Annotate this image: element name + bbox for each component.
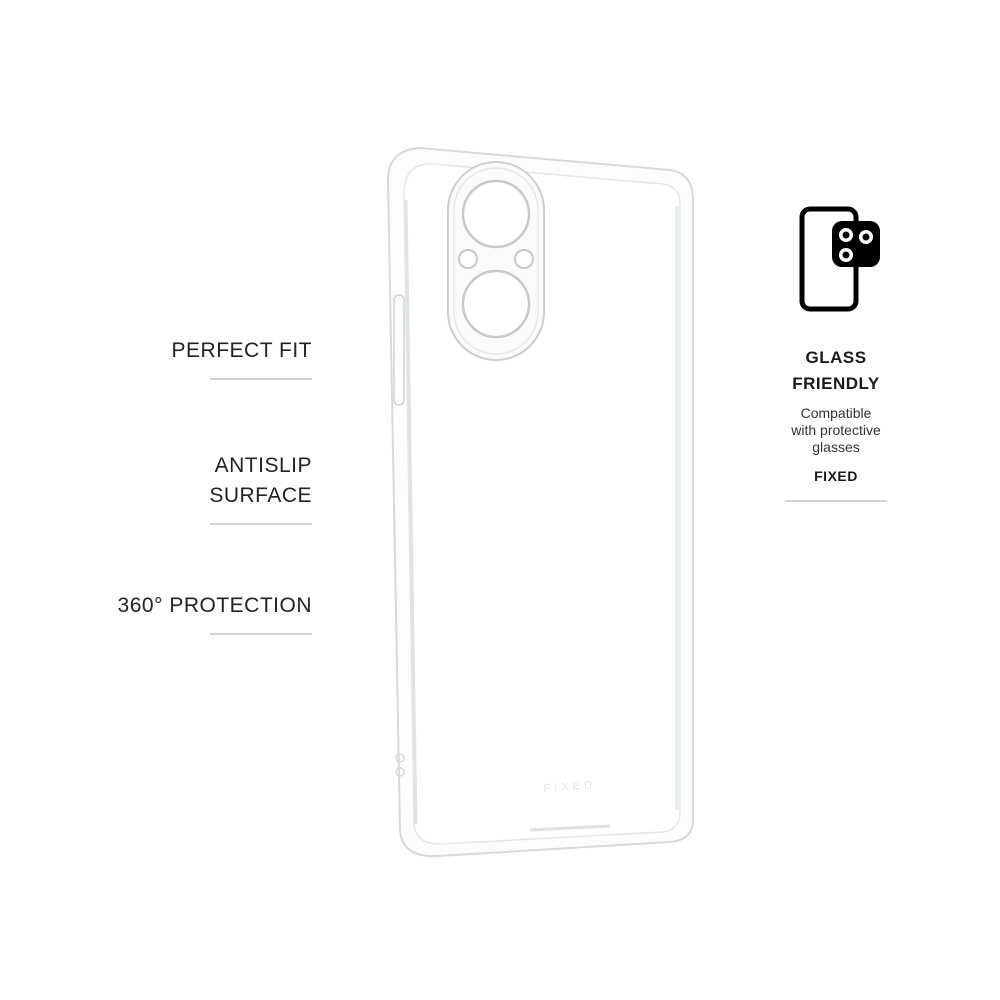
feature-label-line2: SURFACE: [209, 484, 312, 507]
feature-label: 360° PROTECTION: [117, 594, 312, 617]
feature-antislip-surface: ANTISLIP SURFACE: [92, 451, 312, 525]
feature-perfect-fit: PERFECT FIT: [92, 336, 312, 380]
feature-label: PERFECT FIT: [171, 339, 312, 362]
description-line3: glasses: [812, 439, 860, 455]
description-line1: Compatible: [800, 405, 872, 421]
glass-friendly-title-line1: GLASS: [805, 348, 867, 367]
phone-camera-glass-icon: [799, 206, 880, 312]
glass-divider: [785, 500, 887, 502]
glass-friendly-panel: GLASS FRIENDLY Compatible with protectiv…: [770, 205, 902, 502]
phone-case-graphic: FIXED: [386, 146, 694, 858]
camera-lens-cutout: [461, 269, 531, 339]
feature-divider: [210, 523, 312, 525]
clear-phone-case-image: FIXED: [380, 140, 710, 860]
feature-label-line1: ANTISLIP: [214, 454, 312, 477]
side-button-cutout: [393, 294, 405, 406]
flash-cutout: [458, 249, 478, 269]
feature-360-protection: 360° PROTECTION: [92, 591, 312, 635]
case-logo: FIXED: [543, 779, 596, 795]
camera-lens-cutout: [461, 179, 531, 249]
brand-label: FIXED: [814, 468, 858, 484]
glass-friendly-description: Compatible with protective glasses: [770, 405, 902, 456]
feature-divider: [210, 378, 312, 380]
sensor-cutout: [514, 249, 534, 269]
feature-divider: [210, 633, 312, 635]
description-line2: with protective: [791, 422, 881, 438]
glass-friendly-title-line2: FRIENDLY: [792, 374, 880, 393]
